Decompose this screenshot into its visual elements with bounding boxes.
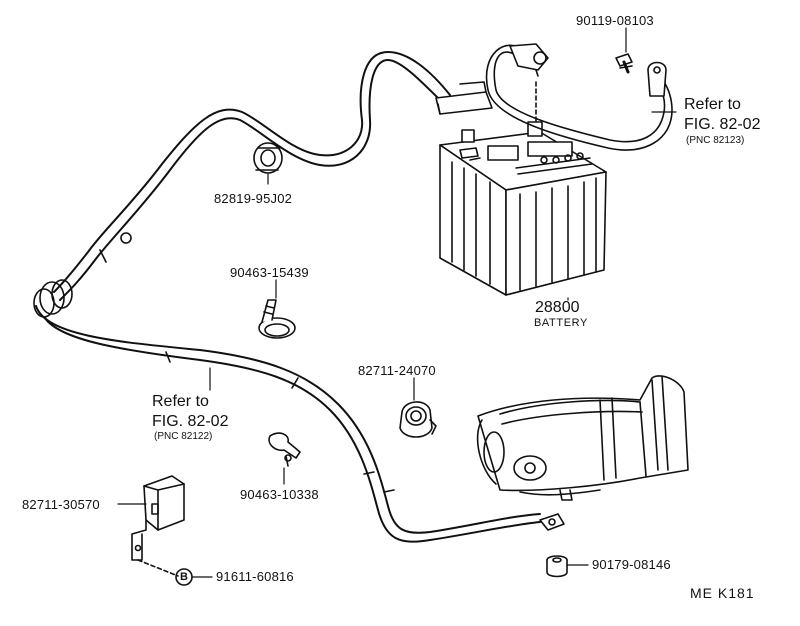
protector-label: 82711-24070	[358, 363, 436, 378]
fig-right-text: FIG. 82-02	[684, 116, 761, 133]
battery-body	[439, 121, 607, 296]
cable-clamp-part	[258, 299, 296, 339]
fig-left-text: FIG. 82-02	[152, 413, 229, 430]
starter-motor	[476, 375, 689, 531]
harness-connector	[435, 81, 493, 115]
cable-grommet-installed	[33, 279, 73, 318]
battery-number-label: 28800	[535, 299, 580, 316]
battery-positive-cable	[485, 43, 673, 151]
wire-clamp-part	[268, 432, 301, 467]
bolt-marker-letter: B	[180, 571, 188, 583]
battery-name-label: BATTERY	[534, 317, 588, 329]
wire-clamp-label: 90463-10338	[240, 487, 319, 502]
refer-right-text: Refer to	[684, 96, 741, 113]
bracket-part	[131, 475, 185, 577]
bracket-label: 82711-30570	[22, 497, 100, 512]
grommet-part	[253, 142, 283, 174]
bolt-label: 91611-60816	[216, 569, 294, 584]
cap-part	[546, 555, 568, 578]
terminal-bolt-part	[615, 53, 633, 74]
pnc-left-text: (PNC 82122)	[154, 431, 213, 442]
main-wire-harness	[35, 51, 541, 543]
refer-left-text: Refer to	[152, 393, 209, 410]
drawing-code: ME K181	[690, 585, 755, 601]
terminal-bolt-label: 90119-08103	[576, 13, 654, 28]
leader-lines	[117, 27, 677, 578]
protector-part	[399, 401, 437, 438]
cable-clamp-label: 90463-15439	[230, 265, 309, 280]
cap-label: 90179-08146	[592, 557, 671, 572]
grommet-label: 82819-95J02	[214, 191, 293, 206]
pnc-right-text: (PNC 82123)	[686, 135, 745, 146]
